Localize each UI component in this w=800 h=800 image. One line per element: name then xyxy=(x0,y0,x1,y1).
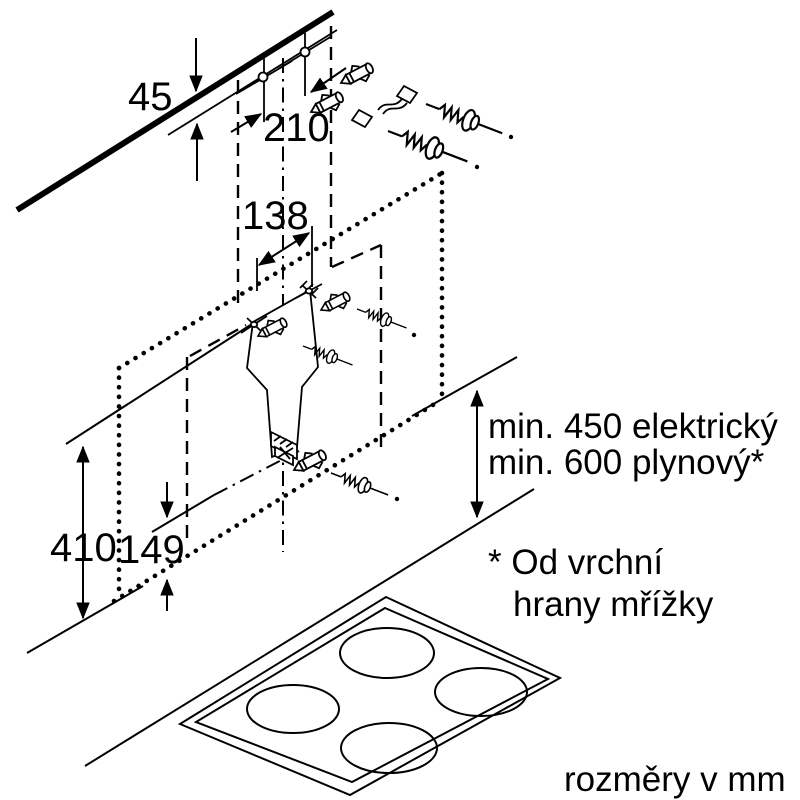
dim-410-label: 410 xyxy=(50,526,117,570)
footnote-line1: * Od vrchní xyxy=(488,543,663,582)
chimney-dashed-outline xyxy=(236,26,383,447)
dim-45 xyxy=(189,38,204,181)
back-panel-dashed-outline xyxy=(185,323,247,546)
mounting-screw xyxy=(382,119,473,174)
mounting-screw xyxy=(327,464,392,504)
leader-dots xyxy=(394,134,514,502)
dim-138 xyxy=(256,226,313,291)
burner-top xyxy=(339,627,435,679)
bracket-hole-right xyxy=(295,283,323,299)
dim-149-label: 149 xyxy=(118,528,185,572)
bracket-hole-left xyxy=(240,315,268,334)
cooktop xyxy=(177,595,563,797)
wall-anchor xyxy=(335,57,378,93)
burner-bottom xyxy=(340,722,438,774)
clearance-electric-label: min. 450 elektrický xyxy=(488,407,778,446)
hood-bottom-reference-line xyxy=(411,356,518,417)
ceiling-edge-line xyxy=(15,9,338,213)
dim-138-label: 138 xyxy=(242,194,309,238)
dim-210 xyxy=(230,67,347,133)
dim-410 xyxy=(26,445,144,654)
clearance-gas-label: min. 600 plynový* xyxy=(488,443,765,482)
footnote-line2: hrany mřížky xyxy=(513,585,714,624)
wall-anchor xyxy=(316,286,354,319)
countertop-edge-line xyxy=(84,488,535,767)
hood-dotted-outline xyxy=(111,170,445,604)
wall-drill-hole-left xyxy=(235,58,293,122)
upper-hole-reference-line xyxy=(65,323,253,445)
burner-left xyxy=(246,684,340,734)
units-note: rozměry v mm xyxy=(564,760,786,799)
lower-hole-reference-line xyxy=(151,450,300,533)
dim-45-label: 45 xyxy=(128,75,173,119)
wall-drill-hole-right xyxy=(277,33,333,96)
chimney-bracket-strap xyxy=(350,84,419,129)
burner-right xyxy=(434,667,528,717)
mounting-screw xyxy=(421,92,508,145)
mounting-bracket xyxy=(246,280,319,459)
lower-bracket-plate xyxy=(270,430,298,467)
